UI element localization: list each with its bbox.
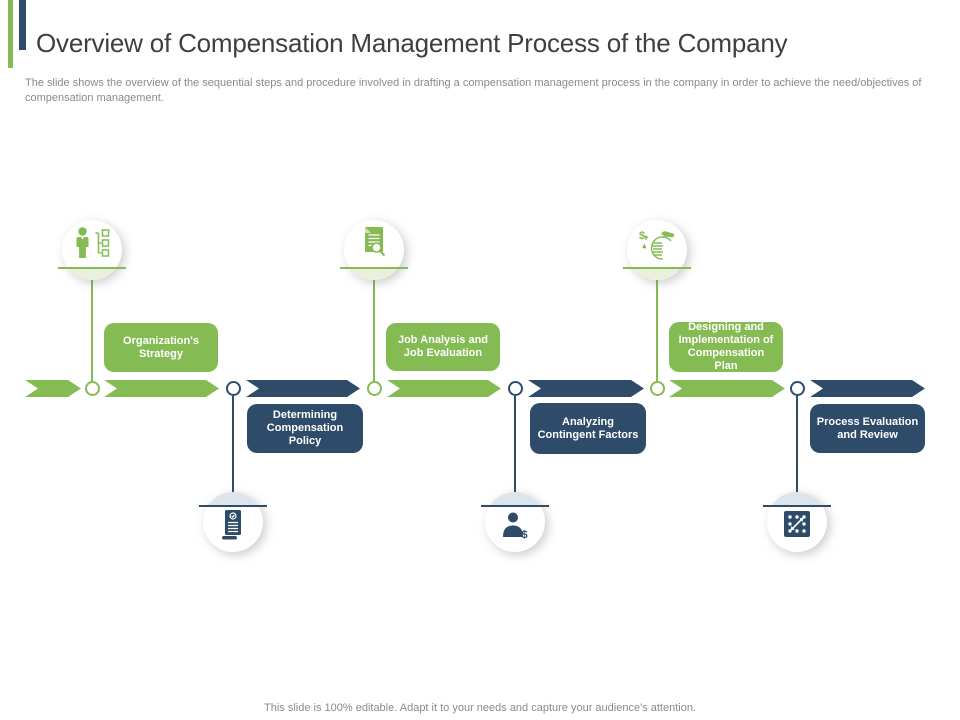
step4-stem	[514, 396, 516, 506]
timeline-arrow-2	[104, 380, 219, 397]
accent-bar-navy	[19, 0, 26, 50]
step6-label: Process Evaluation and Review	[816, 415, 919, 441]
step2-hinge-line	[199, 505, 267, 507]
timeline-arrow-4	[387, 380, 501, 397]
step1-hinge-line	[58, 267, 126, 269]
timeline-arrow-7	[810, 380, 925, 397]
step4-circle-tint	[485, 492, 545, 506]
job-analysis-search-icon	[365, 227, 386, 257]
step6-label-box: Process Evaluation and Review	[810, 404, 925, 453]
timeline-arrow-5	[528, 380, 644, 397]
evaluation-grid-icon	[784, 511, 810, 537]
step1-timeline-node	[85, 381, 100, 396]
step4-icon-circle: $	[485, 492, 545, 552]
step6-stem	[796, 396, 798, 506]
step1-circle-tint	[62, 267, 122, 280]
step1-icon-circle	[62, 220, 122, 280]
page-title: Overview of Compensation Management Proc…	[36, 28, 788, 58]
step3-hinge-line	[340, 267, 408, 269]
policy-document-icon	[222, 510, 241, 540]
timeline-arrow-1	[25, 380, 81, 397]
step4-hinge-line	[481, 505, 549, 507]
accent-bar-green	[8, 0, 13, 68]
svg-text:$: $	[522, 529, 528, 539]
step5-stem	[656, 268, 658, 382]
editable-note: This slide is 100% editable. Adapt it to…	[264, 702, 696, 714]
step2-circle-tint	[203, 492, 263, 506]
step5-circle-tint	[627, 267, 687, 280]
step2-stem	[232, 396, 234, 506]
step5-icon-circle: $	[627, 220, 687, 280]
step1-label: Organization's Strategy	[123, 334, 199, 360]
org-strategy-icon	[76, 227, 110, 258]
step3-timeline-node	[367, 381, 382, 396]
step3-stem	[373, 268, 375, 382]
slide-description: The slide shows the overview of the sequ…	[25, 77, 922, 104]
step2-icon-circle	[203, 492, 263, 552]
step5-label: Designing and Implementation of Compensa…	[678, 321, 774, 372]
step2-timeline-node	[226, 381, 241, 396]
money-hand-cycle-icon: $	[639, 230, 675, 260]
timeline-arrow-3	[246, 380, 360, 397]
step4-timeline-node	[508, 381, 523, 396]
step3-icon-circle	[344, 220, 404, 280]
step2-label: Determining Compensation Policy	[266, 409, 344, 447]
step5-hinge-line	[623, 267, 691, 269]
step6-timeline-node	[790, 381, 805, 396]
step6-hinge-line	[763, 505, 831, 507]
step4-label-box: Analyzing Contingent Factors	[530, 403, 646, 454]
step5-timeline-node	[650, 381, 665, 396]
svg-text:$: $	[639, 230, 645, 242]
step6-circle-tint	[767, 492, 827, 506]
person-dollar-icon: $	[503, 512, 528, 539]
step3-circle-tint	[344, 267, 404, 280]
step4-label: Analyzing Contingent Factors	[537, 415, 639, 441]
timeline-arrow-6	[669, 380, 785, 397]
step3-label-box: Job Analysis and Job Evaluation	[386, 323, 500, 371]
step3-label: Job Analysis and Job Evaluation	[397, 334, 489, 359]
step2-label-box: Determining Compensation Policy	[247, 404, 363, 453]
step5-label-box: Designing and Implementation of Compensa…	[669, 321, 783, 372]
step6-icon-circle	[767, 492, 827, 552]
step1-stem	[91, 268, 93, 382]
step1-label-box: Organization's Strategy	[104, 323, 218, 372]
